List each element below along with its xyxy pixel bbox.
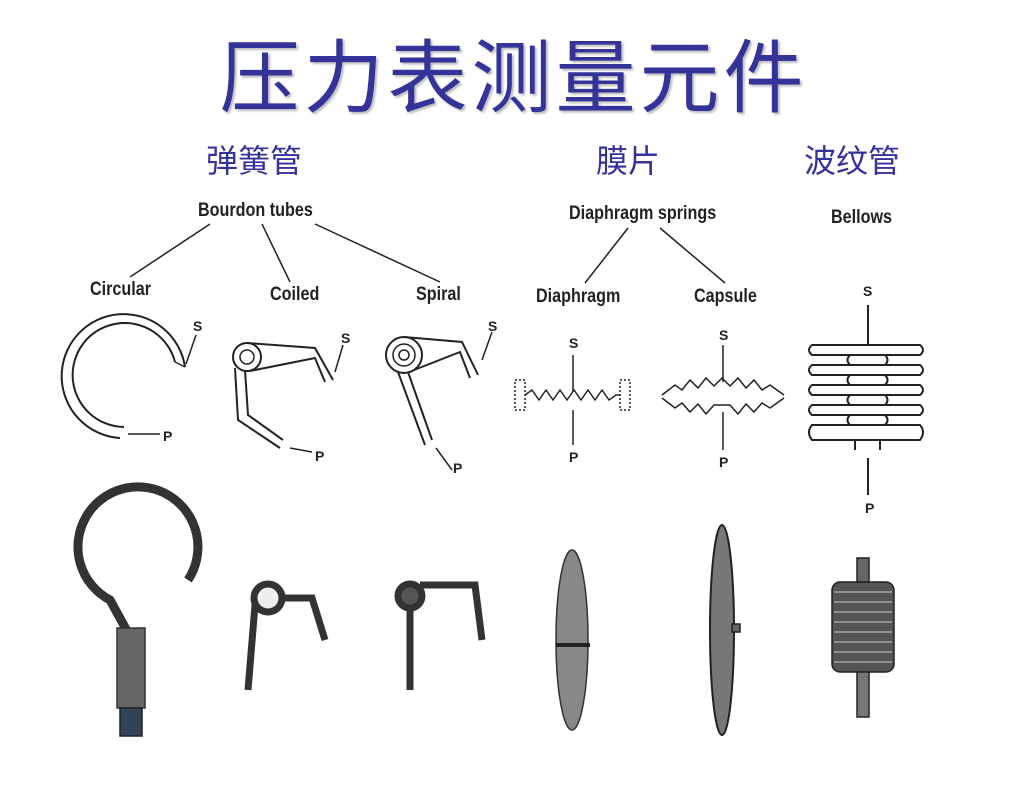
s-label: S [569,335,579,351]
page-title: 压力表测量元件 [219,32,808,125]
photo-capsule [709,524,741,736]
diaphragm-springs-label: Diaphragm springs [569,203,717,224]
photo-spiral-tube [394,580,486,690]
capsule-drawing [661,345,785,450]
bellows-label: Bellows [831,207,893,228]
p-label: P [163,428,173,444]
p-label: P [569,449,579,465]
s-label: S [863,283,873,299]
diaphragm-heading: 膜片 [596,142,661,180]
capsule-label: Capsule [694,286,757,307]
diaphragm-label: Diaphragm [536,286,621,307]
photo-circular-tube [73,482,203,737]
bellows-heading: 波纹管 [804,142,901,180]
bourdon-tube-heading: 弹簧管 [206,142,303,180]
photo-diaphragm [555,549,590,731]
circular-label: Circular [90,279,152,300]
photo-coiled-tube [244,580,329,691]
bourdon-tubes-label: Bourdon tubes [198,200,313,221]
tree-lines [129,223,726,284]
coiled-label: Coiled [270,284,320,305]
diaphragm-drawing [514,355,631,445]
p-label: P [315,448,325,464]
s-label: S [341,330,351,346]
spiral-bourdon-tube-drawing [385,331,493,471]
spiral-label: Spiral [416,284,461,305]
p-label: P [865,500,875,516]
bellows-drawing [808,305,924,495]
s-label: S [488,318,498,334]
s-label: S [719,327,729,343]
circular-bourdon-tube-drawing [60,313,197,439]
p-label: P [453,460,463,476]
coiled-bourdon-tube-drawing [232,342,344,453]
p-label: P [719,454,729,470]
s-label: S [193,318,203,334]
photo-bellows [831,557,895,718]
